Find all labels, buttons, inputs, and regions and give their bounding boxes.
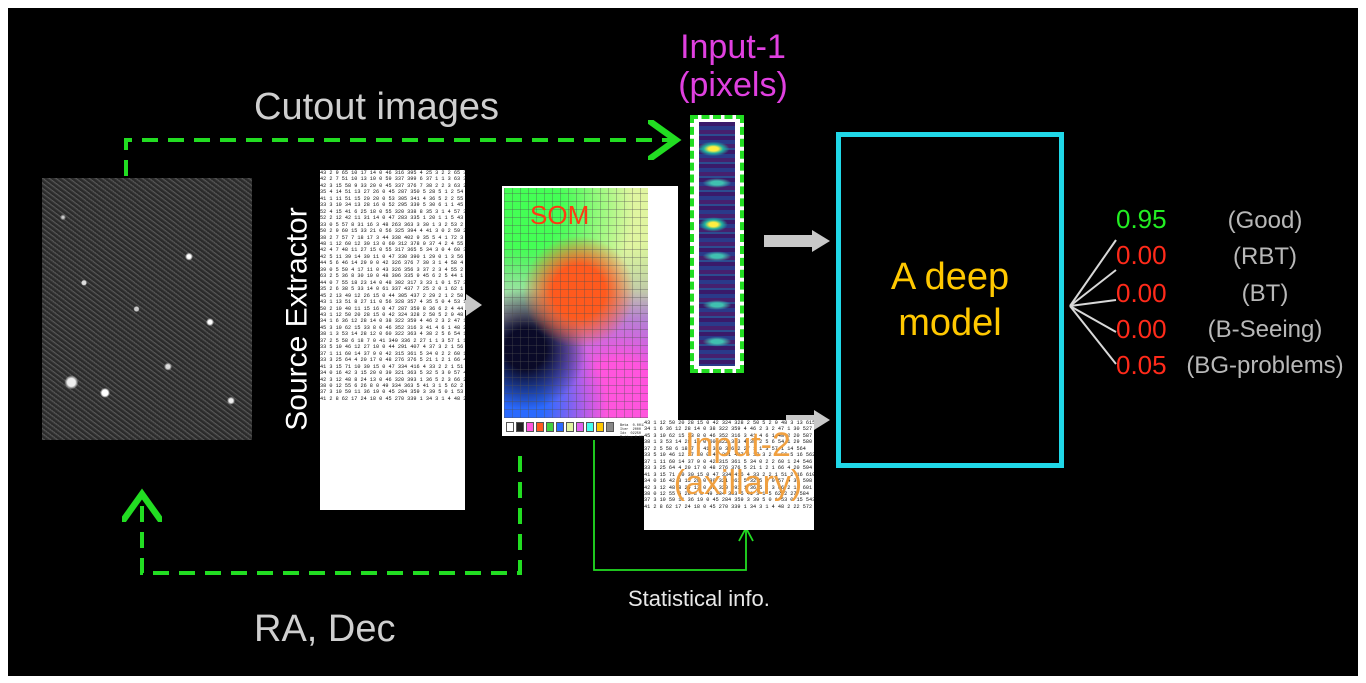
fan-line-good <box>1069 239 1117 307</box>
score-bg-problems: 0.05 <box>1116 350 1167 380</box>
class-bseeing: (B-Seeing) <box>1207 316 1323 343</box>
som-parameters: Beta 0.001300 Iter 2000 Idx 02250 Radius… <box>620 424 650 440</box>
input1-title-line2: (pixels) <box>678 66 788 104</box>
som-swatch <box>576 422 584 432</box>
som-swatch <box>586 422 594 432</box>
sky-image <box>42 178 252 440</box>
output-fan <box>1069 239 1117 365</box>
input1-title: Input-1 (pixels) <box>648 28 818 104</box>
source-extractor-text: Source Extractor <box>281 207 315 431</box>
som-swatch <box>596 422 604 432</box>
input2-title: Input-2 (axillary) <box>658 426 818 502</box>
som-swatch <box>506 422 514 432</box>
auxiliary-table: 43 1 12 50 20 28 15 0 42 324 328 2 50 5 … <box>644 420 814 530</box>
class-bt: (BT) <box>1241 280 1289 307</box>
som-swatch <box>526 422 534 432</box>
deep-model-label: A deep model <box>891 254 1009 346</box>
input2-title-line1: Input-2 <box>685 426 791 464</box>
fan-line-rbt <box>1069 269 1117 307</box>
class-bg-problems: (BG-problems) <box>1186 352 1344 379</box>
som-swatch <box>536 422 544 432</box>
ra-dec-label: RA, Dec <box>254 608 396 650</box>
som-swatch <box>566 422 574 432</box>
score-rbt: 0.00 <box>1116 240 1167 270</box>
deep-model-line1: A deep <box>890 256 1010 298</box>
som-grid <box>504 188 648 418</box>
ra-dec-arrow <box>142 456 522 575</box>
input1-pixel-cutouts <box>690 115 744 373</box>
class-good: (Good) <box>1227 207 1303 234</box>
som-swatch <box>546 422 554 432</box>
pixel-cutout-stack <box>699 122 735 366</box>
cutout-images-arrow <box>124 140 672 176</box>
som-color-strip <box>506 422 614 432</box>
fan-line-bt <box>1069 299 1117 307</box>
gray-arrow-pixels-to-model <box>764 230 830 252</box>
score-good: 0.95 <box>1116 204 1167 234</box>
diagram-canvas: Cutout images Input-1 (pixels) Source Ex… <box>8 8 1358 676</box>
input1-title-line1: Input-1 <box>680 28 786 66</box>
fan-line-bseeing <box>1069 305 1117 333</box>
fan-line-bg <box>1069 305 1117 365</box>
som-swatch <box>516 422 524 432</box>
score-bt: 0.00 <box>1116 278 1167 308</box>
som-swatch <box>606 422 614 432</box>
som-map: SOM Beta 0.001300 Iter 2000 Idx 02250 Ra… <box>502 186 678 440</box>
score-bseeing: 0.00 <box>1116 314 1167 344</box>
statistical-info-label: Statistical info. <box>628 586 770 611</box>
som-label: SOM <box>530 200 590 230</box>
input2-title-line2: (axillary) <box>673 464 803 502</box>
cutout-images-label: Cutout images <box>254 86 500 128</box>
deep-model-line2: model <box>898 302 1002 344</box>
catalog-table: 43 2 9 65 10 17 14 0 46 316 395 4 25 3 2… <box>320 170 465 510</box>
deep-model-box: A deep model <box>836 132 1064 468</box>
class-rbt: (RBT) <box>1233 243 1297 270</box>
statistical-info-arrow <box>593 440 747 571</box>
source-extractor-label: Source Extractor <box>268 188 328 450</box>
som-swatch <box>556 422 564 432</box>
